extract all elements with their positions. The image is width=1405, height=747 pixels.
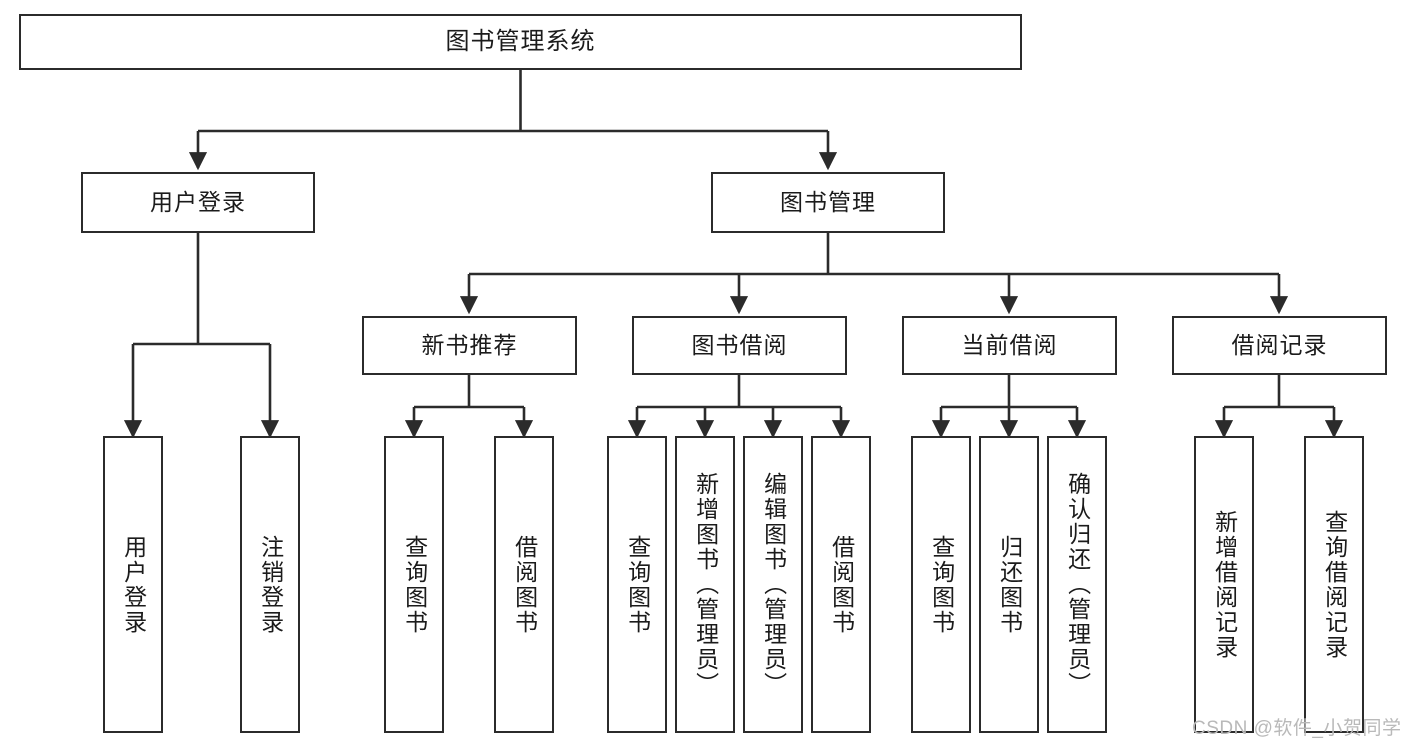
node-label: 新增图书（管理员） — [692, 472, 719, 697]
leaf-return-book[interactable]: 归还图书 — [979, 436, 1039, 733]
node-label: 图书借阅 — [691, 331, 788, 358]
leaf-add-book-admin[interactable]: 新增图书（管理员） — [675, 436, 735, 733]
leaf-edit-book-admin[interactable]: 编辑图书（管理员） — [743, 436, 803, 733]
node-label: 归还图书 — [996, 534, 1023, 635]
leaf-user-login[interactable]: 用户登录 — [103, 436, 163, 733]
leaf-add-borrow-record[interactable]: 新增借阅记录 — [1194, 436, 1254, 733]
leaf-borrow-book[interactable]: 借阅图书 — [811, 436, 871, 733]
node-label: 查询图书 — [928, 534, 955, 635]
node-label: 查询借阅记录 — [1321, 509, 1348, 660]
node-label: 查询图书 — [401, 534, 428, 635]
csdn-watermark: CSDN @软件_小贺同学 — [1192, 713, 1401, 740]
leaf-query-borrow-record[interactable]: 查询借阅记录 — [1304, 436, 1364, 733]
node-borrow-record[interactable]: 借阅记录 — [1172, 316, 1387, 375]
node-user-login[interactable]: 用户登录 — [81, 172, 315, 233]
node-label: 确认归还（管理员） — [1064, 472, 1091, 697]
leaf-query-book-recommend[interactable]: 查询图书 — [384, 436, 444, 733]
node-new-book-recommend[interactable]: 新书推荐 — [362, 316, 577, 375]
node-label: 当前借阅 — [961, 331, 1058, 358]
node-label: 图书管理系统 — [445, 27, 596, 55]
node-label: 图书管理 — [780, 188, 876, 215]
leaf-logout-login[interactable]: 注销登录 — [240, 436, 300, 733]
node-book-borrow[interactable]: 图书借阅 — [632, 316, 847, 375]
leaf-query-book-current[interactable]: 查询图书 — [911, 436, 971, 733]
node-label: 借阅图书 — [511, 534, 538, 635]
node-current-borrow[interactable]: 当前借阅 — [902, 316, 1117, 375]
node-label: 查询图书 — [624, 534, 651, 635]
node-book-manage[interactable]: 图书管理 — [711, 172, 945, 233]
leaf-confirm-return-admin[interactable]: 确认归还（管理员） — [1047, 436, 1107, 733]
node-label: 用户登录 — [150, 188, 246, 215]
node-label: 新书推荐 — [421, 331, 518, 358]
node-label: 借阅记录 — [1231, 331, 1328, 358]
node-label: 新增借阅记录 — [1211, 509, 1238, 660]
leaf-query-book-borrow[interactable]: 查询图书 — [607, 436, 667, 733]
node-label: 注销登录 — [257, 534, 284, 635]
node-root-system[interactable]: 图书管理系统 — [19, 14, 1022, 70]
node-label: 借阅图书 — [828, 534, 855, 635]
node-label: 编辑图书（管理员） — [760, 472, 787, 697]
leaf-borrow-book-recommend[interactable]: 借阅图书 — [494, 436, 554, 733]
watermark-text: CSDN @软件_小贺同学 — [1192, 718, 1402, 739]
node-label: 用户登录 — [120, 534, 147, 635]
